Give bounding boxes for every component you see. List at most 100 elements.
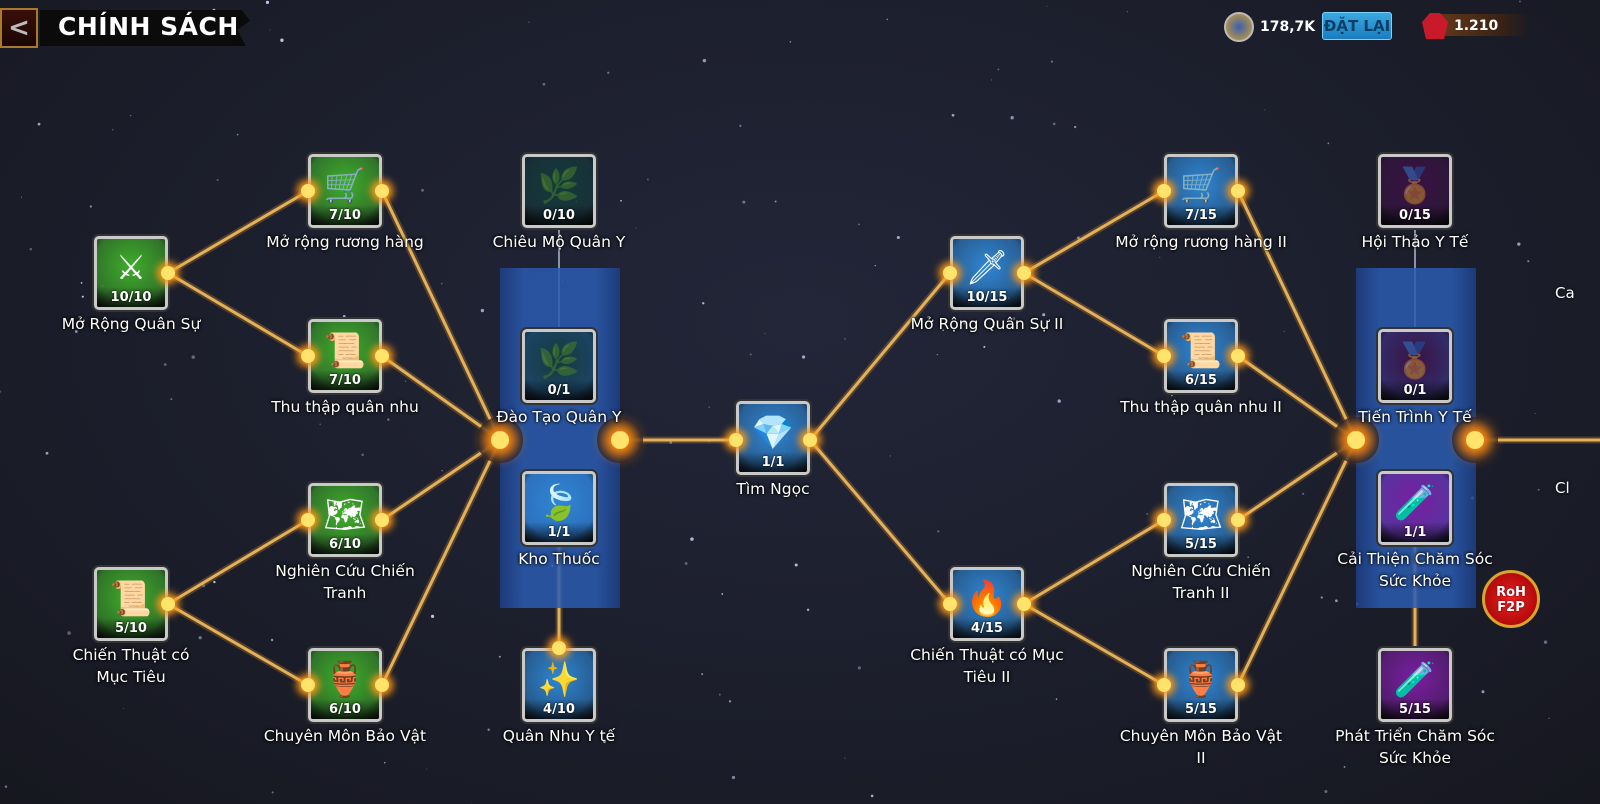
star <box>426 768 428 770</box>
star <box>270 638 274 642</box>
gem-bar <box>1430 14 1530 36</box>
chien-thuat-2-icon: 🔥 <box>965 579 1009 619</box>
link-node-dot <box>375 184 389 198</box>
link-line <box>808 272 952 441</box>
node-progress: 0/1 <box>525 380 593 400</box>
star <box>1537 488 1540 491</box>
policy-node-thu-thap[interactable]: 📜7/10 <box>308 319 382 393</box>
star <box>384 762 386 764</box>
hoi-thao-icon: 🏅 <box>1393 166 1437 206</box>
node-progress: 4/15 <box>953 618 1021 638</box>
star <box>1283 330 1285 332</box>
star <box>198 636 202 640</box>
star <box>702 302 705 305</box>
policy-node-nghien-cuu-2[interactable]: 🗺5/15 <box>1164 483 1238 557</box>
star <box>80 281 83 284</box>
link-line <box>1237 438 1357 522</box>
link-line <box>167 602 309 687</box>
link-node-dot <box>803 433 817 447</box>
star <box>997 68 1000 71</box>
node-label: Cải Thiện Chăm Sóc Sức Khỏe <box>1337 550 1493 590</box>
star <box>1534 413 1536 415</box>
reset-button[interactable]: ĐẶT LẠI <box>1322 12 1392 40</box>
policy-node-thu-thap-2[interactable]: 📜6/15 <box>1164 319 1238 393</box>
tim-ngoc-icon: 💎 <box>751 413 795 453</box>
star <box>936 354 938 356</box>
policy-node-cai-thien[interactable]: 🧪1/1 <box>1378 471 1452 545</box>
policy-node-nghien-cuu[interactable]: 🗺6/10 <box>308 483 382 557</box>
junction-dot <box>1347 431 1365 449</box>
star <box>857 666 861 670</box>
policy-node-dao-tao[interactable]: 🌿0/1 <box>522 329 596 403</box>
star <box>1264 109 1266 111</box>
star <box>874 265 876 267</box>
page-title: CHÍNH SÁCH <box>58 12 239 41</box>
link-node-dot <box>1157 184 1171 198</box>
policy-node-hoi-thao[interactable]: 🏅0/15 <box>1378 154 1452 228</box>
link-line <box>1023 602 1165 687</box>
quan-nhu-y-te-icon: ✨ <box>537 660 581 700</box>
link-line <box>808 439 952 605</box>
policy-node-kho-thuoc[interactable]: 🍃1/1 <box>522 471 596 545</box>
link-line <box>381 354 501 442</box>
star <box>889 455 891 457</box>
star <box>721 593 724 595</box>
power-shield-icon <box>1224 12 1254 42</box>
policy-node-tim-ngoc[interactable]: 💎1/1 <box>736 401 810 475</box>
back-button[interactable]: < <box>0 8 38 48</box>
node-progress: 1/1 <box>739 452 807 472</box>
star <box>405 380 407 382</box>
link-node-dot <box>1017 266 1031 280</box>
node-label: Chuyên Môn Bảo Vật <box>263 727 427 745</box>
dao-tao-icon: 🌿 <box>537 341 581 381</box>
star <box>487 728 490 732</box>
junction-dot <box>1466 431 1484 449</box>
policy-node-chien-thuat-2[interactable]: 🔥4/15 <box>950 567 1024 641</box>
star <box>937 530 940 533</box>
policy-node-quan-nhu-y-te[interactable]: ✨4/10 <box>522 648 596 722</box>
star <box>708 406 710 408</box>
star <box>951 113 955 117</box>
star <box>1548 717 1550 720</box>
star <box>20 196 23 198</box>
chuyen-mon-2-icon: 🏺 <box>1179 660 1223 700</box>
link-node-dot <box>943 266 957 280</box>
node-progress: 5/15 <box>1381 699 1449 719</box>
link-line <box>1023 189 1165 275</box>
gem-icon <box>1422 13 1448 39</box>
node-label: Nghiên Cứu Chiến Tranh <box>275 562 415 602</box>
star <box>701 673 704 676</box>
policy-node-mo-rong-quan-su-2[interactable]: 🗡10/15 <box>950 236 1024 310</box>
node-label: Chiến Thuật có Mục Tiêu <box>72 646 190 686</box>
link-node-dot <box>375 513 389 527</box>
star <box>480 308 485 313</box>
node-label: Tiến Trình Y Tế <box>1358 408 1472 426</box>
star <box>1076 236 1080 240</box>
star <box>4 785 8 788</box>
star <box>1046 5 1048 7</box>
offscreen-node-label: Cl <box>1555 479 1570 497</box>
policy-node-chuyen-mon[interactable]: 🏺6/10 <box>308 648 382 722</box>
mo-rong-quan-su-icon: ⚔ <box>115 248 147 288</box>
star <box>361 453 364 456</box>
node-progress: 5/15 <box>1167 699 1235 719</box>
policy-node-phat-trien[interactable]: 🧪5/15 <box>1378 648 1452 722</box>
node-label: Chiến Thuật có Mục Tiêu II <box>910 646 1064 686</box>
link-node-dot <box>161 266 175 280</box>
policy-node-mo-rong-ruong-2[interactable]: 🛒7/15 <box>1164 154 1238 228</box>
policy-node-tien-trinh[interactable]: 🏅0/1 <box>1378 329 1452 403</box>
policy-node-chien-thuat[interactable]: 📜5/10 <box>94 567 168 641</box>
star <box>789 41 792 43</box>
link-node-dot <box>301 513 315 527</box>
star <box>542 82 546 86</box>
star <box>387 418 390 421</box>
policy-node-chuyen-mon-2[interactable]: 🏺5/15 <box>1164 648 1238 722</box>
star <box>963 321 967 325</box>
policy-node-mo-rong-ruong[interactable]: 🛒7/10 <box>308 154 382 228</box>
node-progress: 7/10 <box>311 370 379 390</box>
policy-node-chieu-mo[interactable]: 🌿0/10 <box>522 154 596 228</box>
policy-node-mo-rong-quan-su[interactable]: ⚔10/10 <box>94 236 168 310</box>
